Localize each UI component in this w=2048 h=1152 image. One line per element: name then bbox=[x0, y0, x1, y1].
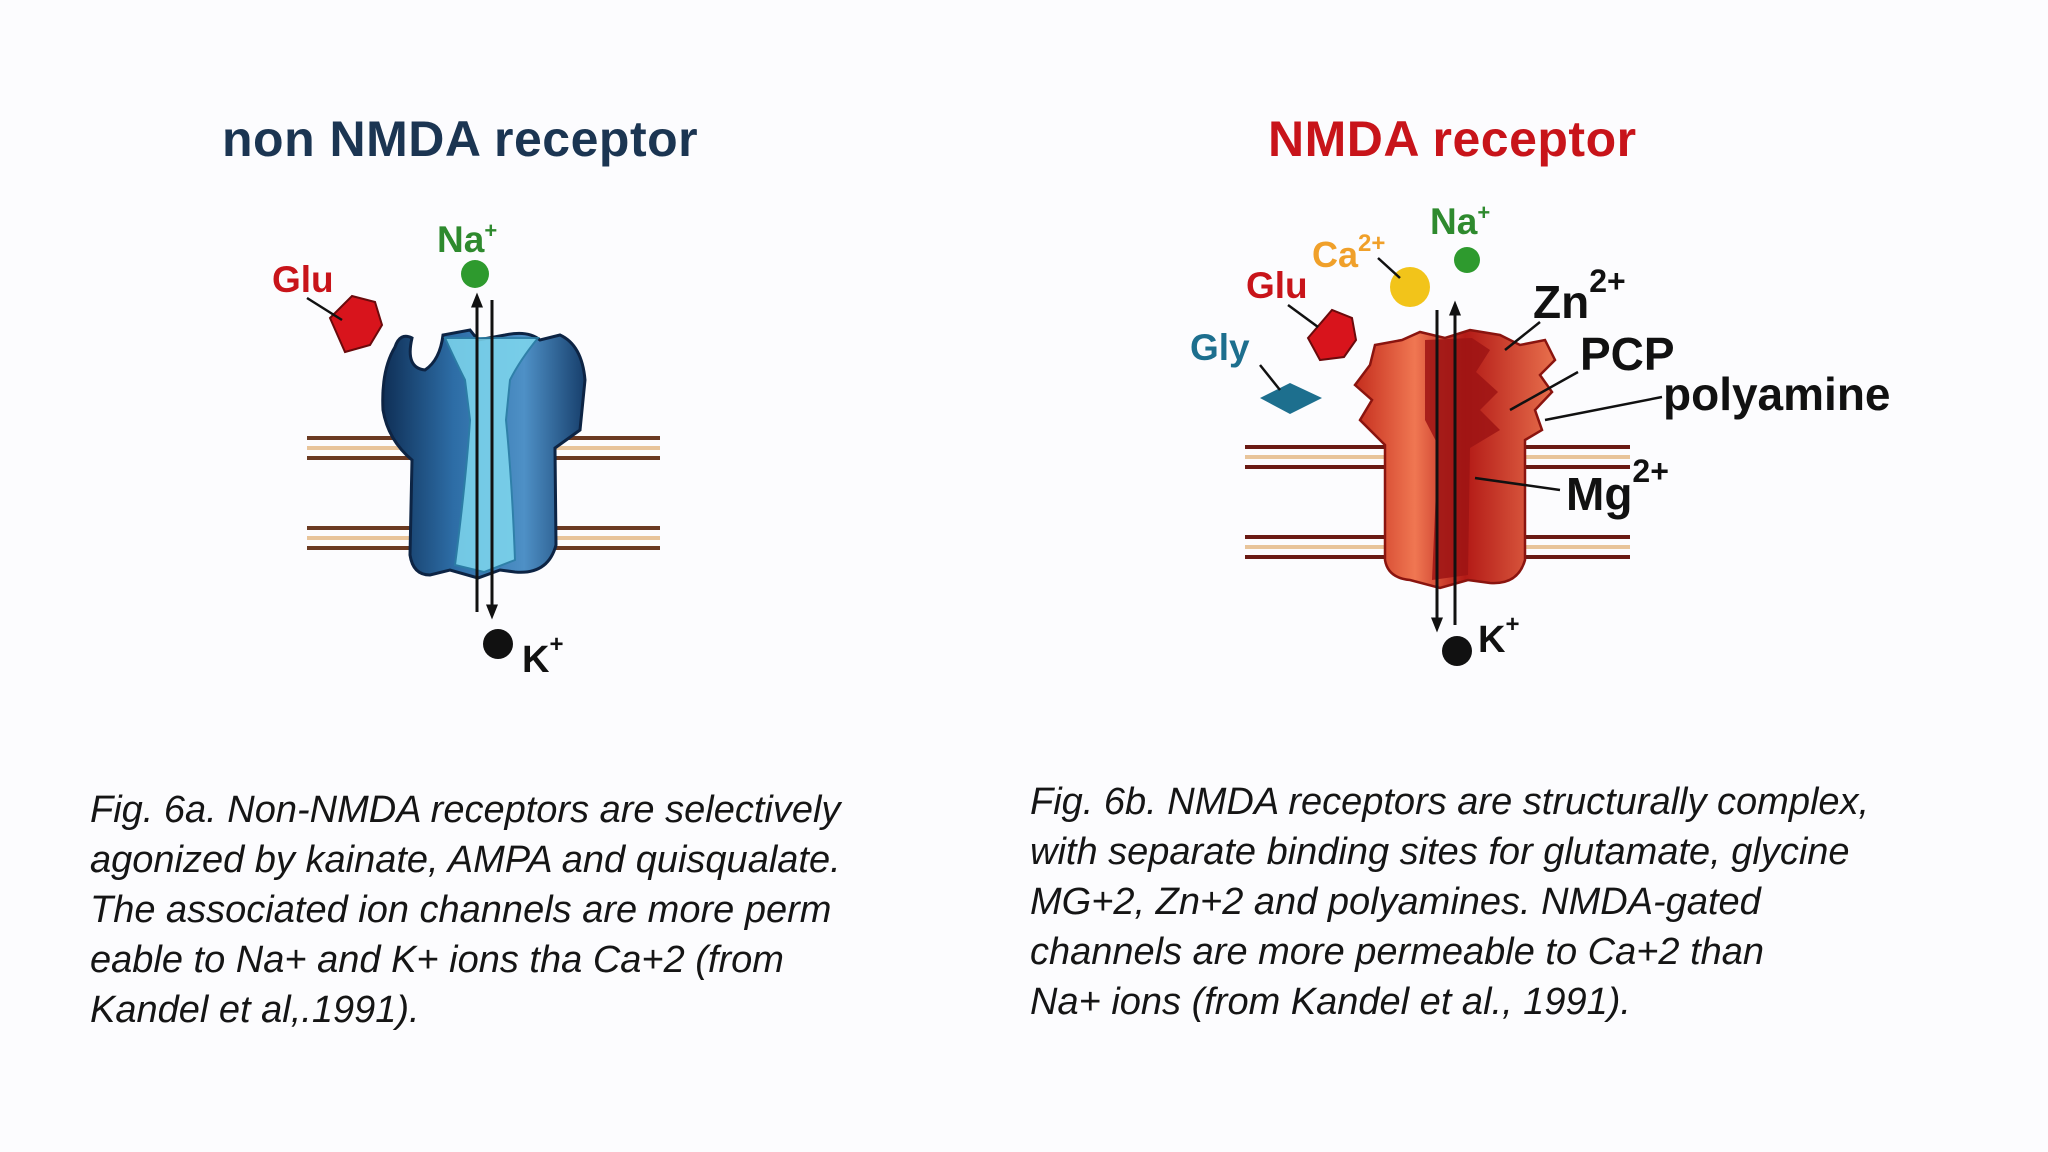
non-nmda-receptor-diagram: Na+ Glu K+ bbox=[272, 218, 660, 681]
caption-line: Fig. 6a. Non-NMDA receptors are selectiv… bbox=[90, 789, 841, 831]
nmda-title: NMDA receptor bbox=[1268, 111, 1637, 167]
right-channel-core bbox=[1425, 338, 1500, 580]
right-gly-label: Gly bbox=[1190, 327, 1250, 368]
nmda-caption: Fig. 6b. NMDA receptors are structurally… bbox=[1030, 777, 1869, 1027]
right-ca-label: Ca2+ bbox=[1312, 230, 1385, 275]
right-na-label: Na+ bbox=[1430, 200, 1490, 242]
right-gly-ligand bbox=[1260, 383, 1322, 414]
right-ca-pointer bbox=[1377, 257, 1401, 279]
right-pcp-label: PCP bbox=[1580, 328, 1675, 380]
left-glu-pointer bbox=[306, 296, 343, 322]
right-glu-ligand bbox=[1306, 308, 1358, 362]
right-mg-label: Mg2+ bbox=[1566, 453, 1669, 520]
right-gly-pointer bbox=[1259, 364, 1281, 391]
non-nmda-caption: Fig. 6a. Non-NMDA receptors are selectiv… bbox=[90, 785, 841, 1035]
caption-line: Kandel et al,.1991). bbox=[90, 989, 420, 1031]
right-na-ion bbox=[1454, 247, 1480, 273]
caption-line: MG+2, Zn+2 and polyamines. NMDA-gated bbox=[1030, 881, 1761, 923]
right-polyamine-label: polyamine bbox=[1663, 368, 1891, 420]
left-na-label: Na+ bbox=[437, 218, 497, 260]
caption-line: The associated ion channels are more per… bbox=[90, 889, 832, 931]
caption-line: Na+ ions (from Kandel et al., 1991). bbox=[1030, 981, 1631, 1023]
left-glu-label: Glu bbox=[272, 259, 334, 300]
left-k-label: K+ bbox=[522, 631, 563, 681]
right-glu-label: Glu bbox=[1246, 265, 1308, 306]
left-glu-ligand bbox=[328, 294, 384, 354]
right-polyamine-pointer bbox=[1544, 395, 1663, 422]
caption-line: with separate binding sites for glutamat… bbox=[1030, 831, 1850, 873]
right-mg-pointer bbox=[1474, 476, 1561, 492]
right-glu-pointer bbox=[1287, 303, 1319, 329]
non-nmda-title: non NMDA receptor bbox=[222, 111, 699, 167]
left-k-ion bbox=[483, 629, 513, 659]
caption-line: eable to Na+ and K+ ions tha Ca+2 (from bbox=[90, 939, 784, 981]
caption-line: channels are more permeable to Ca+2 than bbox=[1030, 931, 1765, 973]
caption-line: agonized by kainate, AMPA and quisqualat… bbox=[90, 839, 841, 881]
right-zn-pointer bbox=[1504, 321, 1541, 351]
right-k-ion bbox=[1442, 636, 1472, 666]
left-na-ion bbox=[461, 260, 489, 288]
right-zn-label: Zn2+ bbox=[1533, 263, 1626, 328]
right-k-label: K+ bbox=[1478, 611, 1519, 661]
caption-line: Fig. 6b. NMDA receptors are structurally… bbox=[1030, 781, 1870, 823]
nmda-receptor-diagram: Ca2+ Na+ Glu Gly Zn2+ PCP polyamine Mg2+… bbox=[1190, 200, 1891, 666]
right-pcp-pointer bbox=[1509, 370, 1579, 412]
